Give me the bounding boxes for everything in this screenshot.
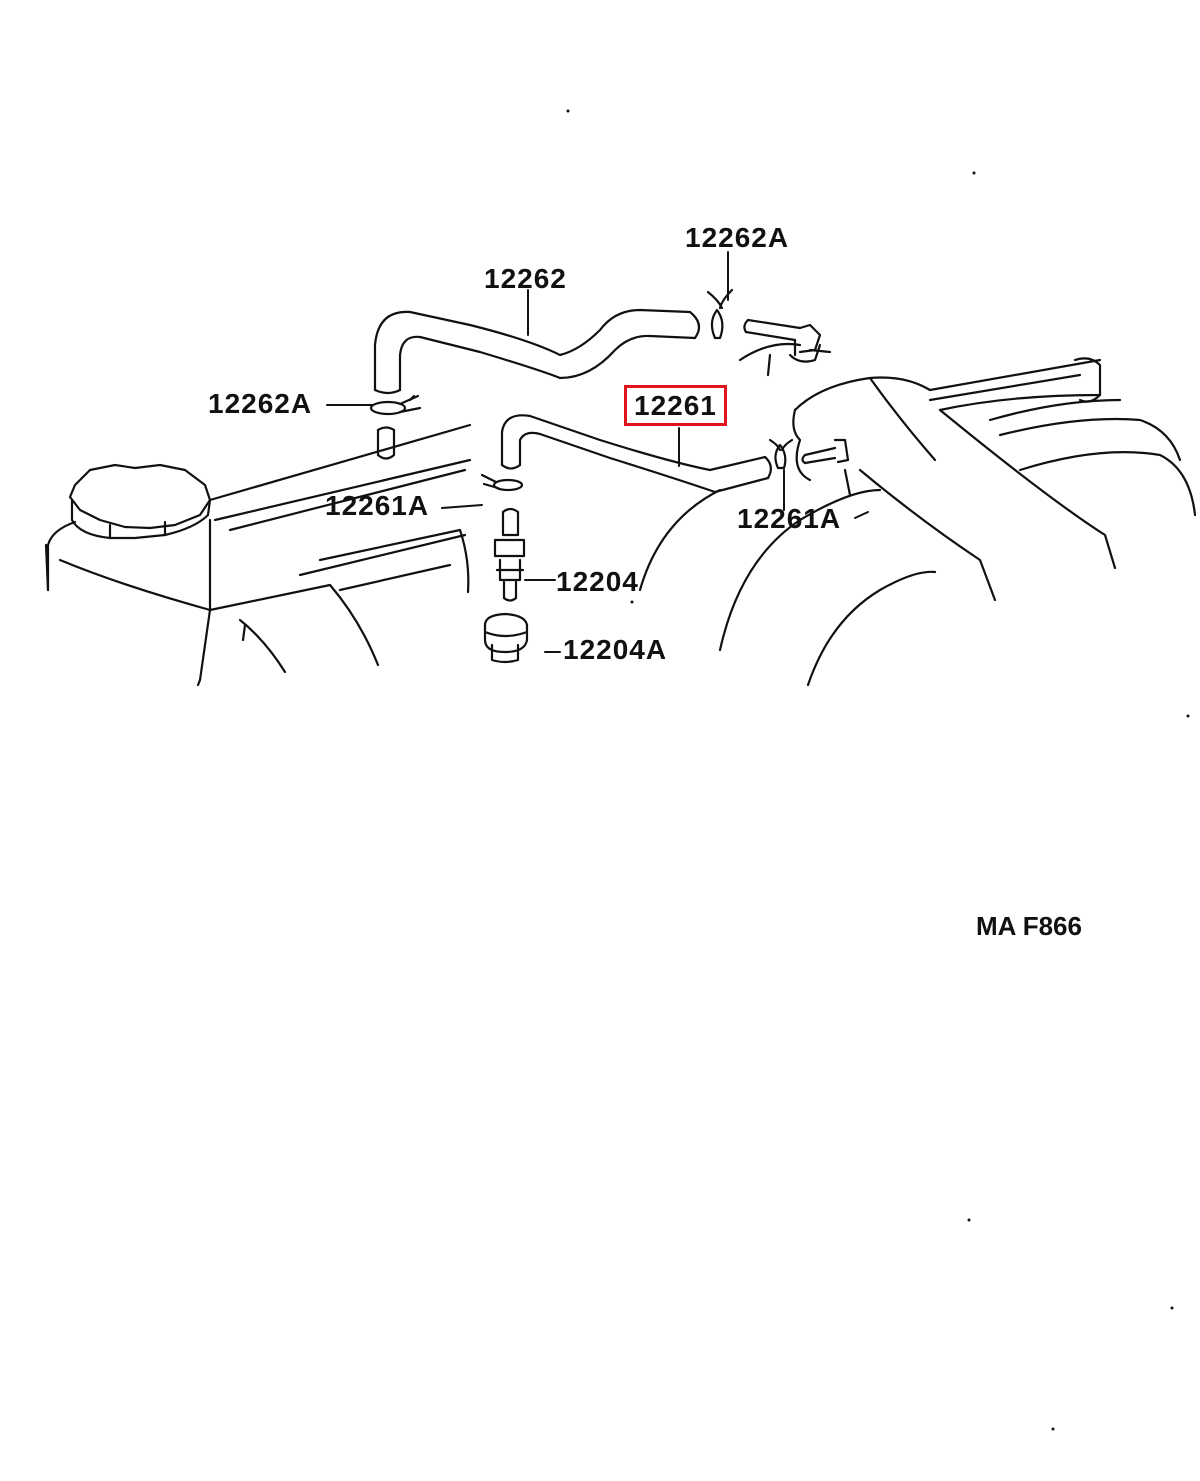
clamp-12261A-left-drawing: [480, 473, 524, 492]
scan-specks: [566, 109, 1190, 1431]
clamp-12261A-right-drawing: [768, 438, 794, 470]
hose-12261-drawing: [500, 414, 772, 494]
cam-cover-nipple-drawing: [376, 426, 396, 460]
valve-cover-drawing: [44, 423, 472, 687]
drawing-id: MA F866: [976, 911, 1082, 941]
label-clamp-12262A-top[interactable]: 12262A: [685, 222, 790, 253]
leader-lines: [326, 251, 869, 653]
label-clamp-12262A-left[interactable]: 12262A: [208, 388, 313, 419]
clamp-12262A-left-drawing: [369, 394, 422, 416]
clamp-12262A-top-drawing: [706, 288, 734, 340]
pcv-valve-12204-drawing: [493, 507, 526, 602]
label-grommet-12204A[interactable]: 12204A: [563, 634, 668, 665]
label-clamp-12261A-left[interactable]: 12261A: [325, 490, 430, 521]
grommet-12204A-drawing: [483, 612, 529, 664]
oil-filler-cap-drawing: [68, 463, 212, 540]
label-clamp-12261A-right[interactable]: 12261A: [737, 503, 842, 534]
label-hose-12261-highlighted[interactable]: 12261: [624, 385, 727, 426]
label-pcv-valve-12204[interactable]: 12204: [556, 566, 639, 597]
hose-12262-drawing: [373, 308, 701, 395]
manifold-nipple-drawing: [801, 438, 850, 465]
pcv-outlet-fitting-drawing: [743, 318, 822, 363]
label-hose-12262[interactable]: 12262: [484, 263, 567, 294]
